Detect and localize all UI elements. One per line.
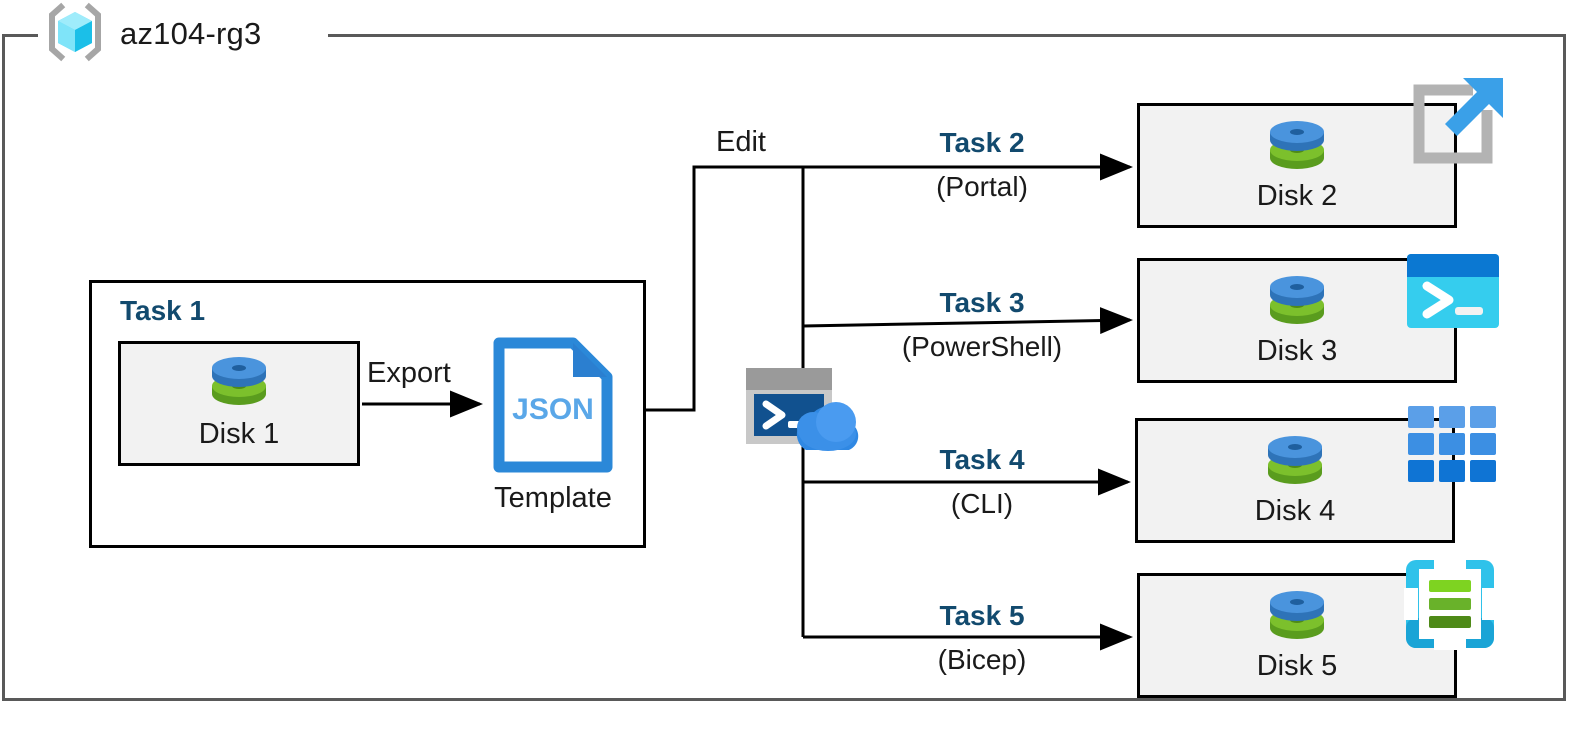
bicep-icon — [1404, 558, 1496, 655]
disk-card-2[interactable]: Disk 2 — [1137, 103, 1457, 228]
template-caption: Template — [494, 482, 612, 514]
task-5-label: Task 5 — [939, 600, 1025, 631]
managed-disk-icon — [1266, 271, 1328, 342]
managed-disk-icon — [1266, 586, 1328, 657]
disk-2-name: Disk 2 — [1256, 180, 1338, 212]
resource-group-header: az104-rg3 — [44, 2, 261, 66]
task-4-method: (CLI) — [950, 488, 1014, 519]
cli-grid-icon — [1406, 404, 1498, 489]
task-1-label: Task 1 — [120, 295, 206, 326]
task-3-label: Task 3 — [939, 287, 1025, 318]
disk-card-3[interactable]: Disk 3 — [1137, 258, 1457, 383]
disk-4-name: Disk 4 — [1254, 495, 1336, 527]
task-1-group-box — [89, 280, 646, 548]
portal-external-link-icon — [1407, 76, 1507, 173]
disk-3-name: Disk 3 — [1256, 335, 1338, 367]
edge-label-task-4: Task 4 (CLI) — [852, 445, 1112, 519]
resource-group-header-notch — [38, 24, 328, 46]
edge-label-edit: Edit — [716, 126, 766, 158]
edge-label-export: Export — [367, 357, 451, 389]
task-4-label: Task 4 — [939, 444, 1025, 475]
resource-group-cube-icon — [44, 1, 106, 68]
managed-disk-icon — [208, 352, 270, 423]
edge-label-task-2: Task 2 (Portal) — [852, 128, 1112, 202]
resource-group-name: az104-rg3 — [120, 16, 262, 51]
task-5-method: (Bicep) — [937, 644, 1027, 675]
resource-group-frame — [2, 34, 1566, 701]
cloud-shell-icon — [744, 366, 862, 457]
managed-disk-icon — [1264, 431, 1326, 502]
edge-label-task-5: Task 5 (Bicep) — [852, 601, 1112, 675]
task-2-method: (Portal) — [936, 171, 1028, 202]
cloud-shell-node[interactable] — [744, 366, 862, 457]
task-3-method: (PowerShell) — [901, 331, 1063, 362]
disk-1-name: Disk 1 — [198, 418, 280, 450]
disk-card-5[interactable]: Disk 5 — [1137, 573, 1457, 698]
managed-disk-icon — [1266, 116, 1328, 187]
disk-card-4[interactable]: Disk 4 — [1135, 418, 1455, 543]
powershell-icon — [1405, 252, 1501, 335]
edge-label-task-3: Task 3 (PowerShell) — [852, 288, 1112, 362]
json-file-label: JSON — [512, 393, 594, 426]
json-file-icon: JSON — [489, 337, 617, 478]
disk-card-1[interactable]: Disk 1 — [118, 341, 360, 466]
task-2-label: Task 2 — [939, 127, 1025, 158]
template-node[interactable]: JSON Template — [489, 337, 617, 515]
disk-5-name: Disk 5 — [1256, 650, 1338, 682]
